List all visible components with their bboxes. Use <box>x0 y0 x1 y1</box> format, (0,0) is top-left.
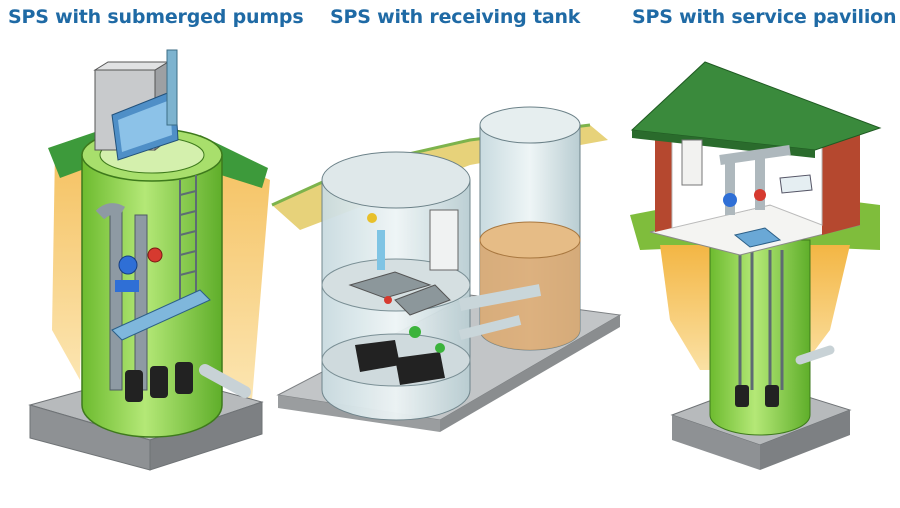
ladder <box>179 175 197 300</box>
caption-submerged-pumps: SPS with submerged pumps <box>8 6 304 28</box>
connecting-pipe <box>458 284 542 311</box>
valve-blue <box>118 255 138 275</box>
diagram-receiving-tank <box>271 106 622 432</box>
outlet-pipe <box>199 364 251 398</box>
grating-floor <box>348 271 432 299</box>
service-platform <box>111 289 211 341</box>
riser-pipe <box>109 209 123 391</box>
submerged-pumps <box>125 362 193 402</box>
diagram-service-pavilion <box>630 61 882 470</box>
diagram-submerged-pumps <box>28 49 270 471</box>
caption-receiving-tank: SPS with receiving tank <box>330 6 581 28</box>
shaft-pipes <box>738 250 784 390</box>
valve-red-3 <box>754 189 766 201</box>
receiving-tank-top <box>479 106 581 144</box>
vent-pipe <box>166 49 178 126</box>
dry-pumps <box>355 326 445 385</box>
valve-yellow <box>367 213 377 223</box>
valve-red <box>147 247 163 263</box>
pavilion-roof <box>630 61 882 151</box>
pavilion-wall-right <box>822 130 860 235</box>
soil-left <box>52 148 85 380</box>
sink <box>779 174 813 194</box>
valve-red-2 <box>384 296 392 304</box>
outlet-pipe-3 <box>795 345 835 365</box>
valve-blue-3 <box>723 193 737 207</box>
pumping-shaft <box>709 239 811 436</box>
control-panel <box>429 209 459 271</box>
hatch-opening <box>733 227 782 248</box>
pavilion-wall-left <box>655 126 672 232</box>
station-top <box>321 151 471 209</box>
cabinet-3 <box>681 139 703 186</box>
shaft-pumps <box>735 385 779 407</box>
caption-service-pavilion: SPS with service pavilion <box>632 6 897 28</box>
